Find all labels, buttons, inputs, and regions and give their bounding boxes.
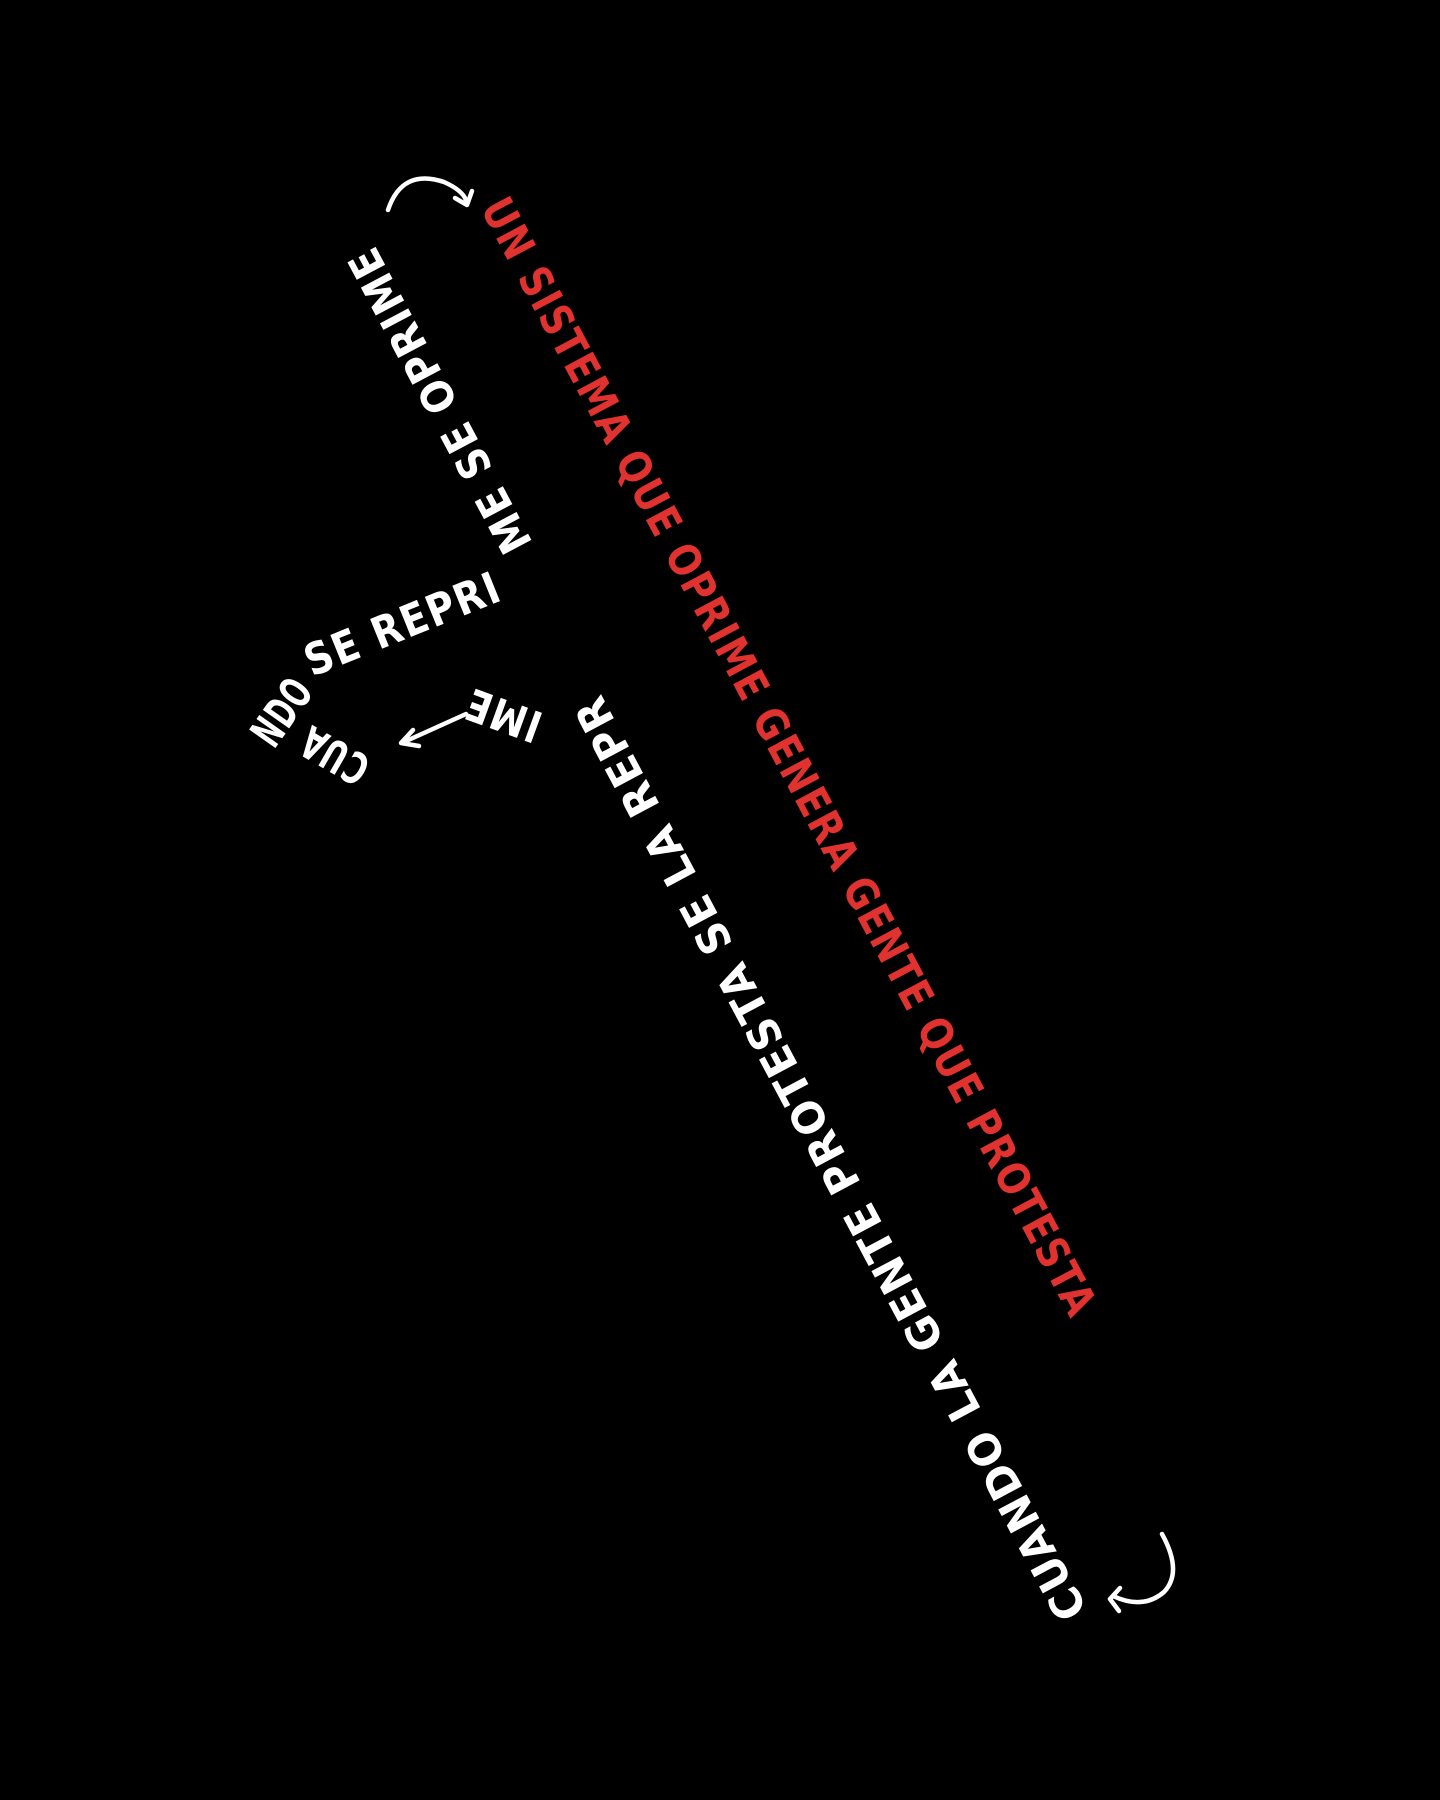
straight-arrow-left-icon (398, 711, 469, 749)
curved-arrow-bottom-icon (1107, 1531, 1176, 1614)
red-main-text: UN SISTEMA QUE OPRIME GENERA GENTE QUE P… (470, 189, 1107, 1325)
curved-arrow-top-icon (385, 176, 475, 213)
white-mid-text: SE REPRI (297, 562, 509, 687)
white-bottom-text: IME (458, 677, 549, 752)
